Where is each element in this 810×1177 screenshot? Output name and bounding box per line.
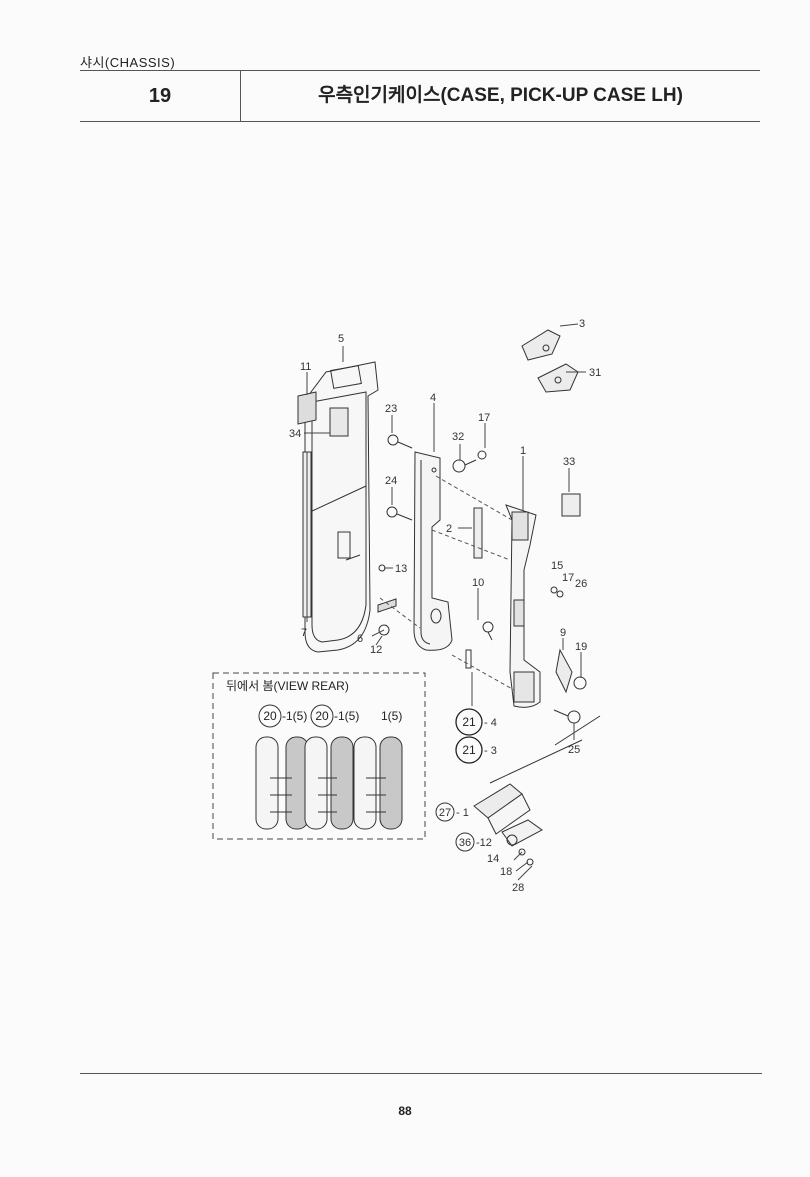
callout-19: 19 <box>575 641 587 653</box>
page-number: 88 <box>398 1104 412 1118</box>
callout-15: 15 <box>551 560 563 572</box>
circled-references: 21 - 4 21 - 3 27 - 1 36 -12 <box>435 708 497 852</box>
ref-suffix-21a: - 4 <box>484 717 497 729</box>
callout-labels: 3 31 5 11 34 23 4 17 32 1 33 24 2 15 17 … <box>289 318 601 894</box>
inset-circle-20a: 20 <box>263 709 277 723</box>
callout-9: 9 <box>560 627 566 639</box>
callout-26: 26 <box>575 578 587 590</box>
callout-17: 17 <box>478 412 490 424</box>
callout-33: 33 <box>563 456 575 468</box>
ref-circle-36: 36 <box>459 837 471 849</box>
plate-6 <box>377 598 397 613</box>
rail-2 <box>473 507 483 559</box>
footer-rule <box>80 1073 762 1074</box>
figure-number: 19 <box>80 71 241 121</box>
callout-1: 1 <box>520 445 526 457</box>
page-header: 19 우측인기케이스(CASE, PICK-UP CASE LH) <box>80 70 760 122</box>
plate-11 <box>297 391 317 425</box>
inset-label-3: 1(5) <box>381 709 402 723</box>
callout-10: 10 <box>472 577 484 589</box>
callout-12: 12 <box>370 644 382 656</box>
callout-28: 28 <box>512 882 524 894</box>
callout-3: 3 <box>579 318 585 330</box>
callout-13: 13 <box>395 563 407 575</box>
callout-6: 6 <box>357 633 363 645</box>
inset-label-1: -1(5) <box>282 709 307 723</box>
callout-2: 2 <box>446 523 452 535</box>
assembly-27 <box>473 783 543 866</box>
clip-31 <box>537 363 579 393</box>
case-panel-5 <box>304 361 379 653</box>
frame-1 <box>505 504 541 708</box>
callout-7: 7 <box>301 627 307 639</box>
clip-3 <box>521 329 561 361</box>
ref-circle-27: 27 <box>439 807 451 819</box>
view-rear-inset: 뒤에서 봄(VIEW REAR) 20 20 -1(5) -1(5) 1(5) <box>212 672 426 840</box>
bracket-4 <box>413 451 453 651</box>
inset-title: 뒤에서 봄(VIEW REAR) <box>226 679 349 693</box>
ref-suffix-36: -12 <box>476 837 492 849</box>
callout-18: 18 <box>500 866 512 878</box>
callout-14: 14 <box>487 853 499 865</box>
block-33 <box>561 493 581 517</box>
figure-title: 우측인기케이스(CASE, PICK-UP CASE LH) <box>318 85 683 106</box>
callout-32: 32 <box>452 431 464 443</box>
ref-circle-21b: 21 <box>462 743 476 757</box>
callout-11: 11 <box>300 361 311 373</box>
inset-label-2: -1(5) <box>334 709 359 723</box>
callout-17b: 17 <box>562 572 574 584</box>
inset-circle-20b: 20 <box>315 709 329 723</box>
callout-25: 25 <box>568 744 580 756</box>
callout-23: 23 <box>385 403 397 415</box>
ref-circle-21a: 21 <box>462 715 476 729</box>
lever-9 <box>555 648 573 694</box>
ref-suffix-27: - 1 <box>456 807 469 819</box>
callout-34: 34 <box>289 428 301 440</box>
ref-suffix-21b: - 3 <box>484 745 497 757</box>
callout-24: 24 <box>385 475 397 487</box>
callout-5: 5 <box>338 333 344 345</box>
callout-4: 4 <box>430 392 436 404</box>
callout-31: 31 <box>589 367 601 379</box>
section-label: 샤시(CHASSIS) <box>80 55 176 70</box>
